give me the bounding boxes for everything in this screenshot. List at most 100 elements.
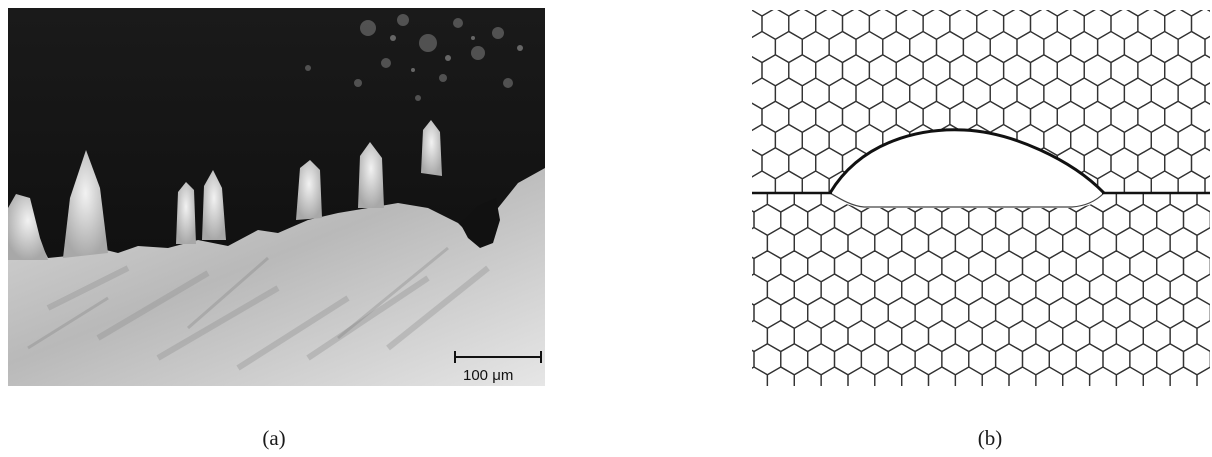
grain-cell bbox=[752, 319, 769, 353]
substrate-region bbox=[8, 168, 545, 386]
grain-cell bbox=[1008, 366, 1037, 386]
grain-cell bbox=[1110, 54, 1139, 87]
grain-cell bbox=[1102, 203, 1131, 237]
grain-cell bbox=[1048, 343, 1077, 376]
grain-cell bbox=[868, 100, 897, 134]
grain-cell bbox=[887, 296, 916, 330]
grain-cell bbox=[994, 343, 1024, 376]
grain-cell bbox=[1115, 366, 1144, 386]
grain-cell bbox=[1150, 170, 1179, 194]
grain-cell bbox=[1164, 100, 1193, 134]
grain-cell bbox=[761, 54, 790, 87]
grain-cell bbox=[807, 343, 836, 376]
grain-cell bbox=[841, 100, 871, 134]
grain-cell bbox=[1164, 147, 1193, 180]
grain-cell bbox=[1075, 203, 1104, 237]
grain-cell bbox=[868, 54, 897, 87]
grain-cell bbox=[815, 54, 844, 87]
grain-cell bbox=[922, 100, 951, 134]
grain-cell bbox=[1156, 250, 1185, 283]
grain-cell bbox=[887, 203, 916, 237]
grain-cell bbox=[807, 203, 836, 237]
grain-cell bbox=[1062, 366, 1091, 386]
grain-cell bbox=[895, 10, 924, 41]
grain-cell bbox=[1142, 366, 1171, 386]
grain-cell bbox=[1204, 175, 1210, 194]
grain-cell bbox=[968, 250, 997, 283]
grain-cell bbox=[1102, 250, 1131, 283]
grain-cell bbox=[753, 203, 782, 237]
grain-cell bbox=[901, 366, 930, 386]
grain-cell bbox=[914, 296, 943, 330]
grain-cell bbox=[793, 366, 822, 386]
grain-cell bbox=[761, 100, 790, 134]
grain-cell bbox=[1002, 100, 1032, 134]
grain-cell bbox=[1056, 54, 1085, 87]
grain-cell bbox=[1129, 250, 1158, 283]
grain-cell bbox=[1190, 54, 1210, 87]
grain-cell bbox=[1110, 10, 1139, 41]
grain-cell bbox=[1164, 10, 1193, 41]
grain-cell bbox=[860, 250, 889, 283]
grain-cell bbox=[1137, 10, 1166, 41]
grain-cell bbox=[874, 366, 903, 386]
grain-cell bbox=[1048, 203, 1077, 237]
grain-cell bbox=[1110, 147, 1139, 180]
grain-cell bbox=[1083, 10, 1112, 41]
caption-b: (b) bbox=[977, 426, 1003, 450]
grain-cell bbox=[1021, 203, 1050, 237]
grain-cell bbox=[1137, 54, 1166, 87]
grain-cell bbox=[752, 30, 777, 64]
grain-cell bbox=[780, 250, 809, 283]
grain-cell bbox=[941, 296, 970, 330]
micrograph-image bbox=[8, 8, 545, 386]
grain-cell bbox=[841, 10, 871, 41]
grain-cell bbox=[1075, 343, 1104, 376]
caption-a: (a) bbox=[262, 426, 286, 450]
grain-cell bbox=[1029, 54, 1058, 87]
grain-cell bbox=[1156, 203, 1185, 237]
grain-cell bbox=[847, 366, 876, 386]
grain-cell bbox=[922, 10, 951, 41]
grain-cell bbox=[752, 226, 769, 260]
grain-cell bbox=[780, 296, 809, 330]
grain-cell bbox=[761, 147, 790, 180]
grain-cell bbox=[949, 100, 978, 134]
grain-cell bbox=[807, 250, 836, 283]
droplet-base bbox=[829, 192, 1105, 208]
grain-cell bbox=[994, 250, 1024, 283]
grain-cell bbox=[887, 343, 916, 376]
grain-cell bbox=[949, 10, 978, 41]
grain-cell bbox=[766, 366, 795, 386]
grain-cell bbox=[753, 250, 782, 283]
grain-cell bbox=[1123, 170, 1152, 194]
grain-cell bbox=[1204, 82, 1210, 105]
grain-cell bbox=[1056, 100, 1085, 134]
grain-cell bbox=[815, 10, 844, 41]
grain-cell bbox=[895, 54, 924, 87]
grain-cell bbox=[1083, 54, 1112, 87]
grain-cell bbox=[927, 366, 957, 386]
grain-cell bbox=[860, 343, 889, 376]
grain-cell bbox=[1164, 54, 1193, 87]
grain-cell bbox=[1102, 343, 1131, 376]
grain-cell bbox=[941, 203, 970, 237]
grain-cell bbox=[1129, 296, 1158, 330]
grain-cell bbox=[1156, 296, 1185, 330]
penetration-spikes bbox=[8, 120, 442, 260]
grain-cell bbox=[1056, 10, 1085, 41]
grain-cell bbox=[753, 343, 782, 376]
grain-cell bbox=[833, 250, 863, 283]
grain-cell bbox=[820, 366, 849, 386]
grain-cell bbox=[1102, 296, 1131, 330]
grain-cell bbox=[1190, 100, 1210, 134]
grain-cell bbox=[815, 100, 844, 134]
grain-cell bbox=[1002, 54, 1032, 87]
grain-cell bbox=[1196, 226, 1210, 260]
grain-cell bbox=[774, 170, 803, 194]
grain-cell bbox=[780, 343, 809, 376]
grain-cell bbox=[1190, 10, 1210, 41]
grain-cell bbox=[949, 54, 978, 87]
grain-cell bbox=[1204, 128, 1210, 152]
grain-cell bbox=[1088, 366, 1118, 386]
